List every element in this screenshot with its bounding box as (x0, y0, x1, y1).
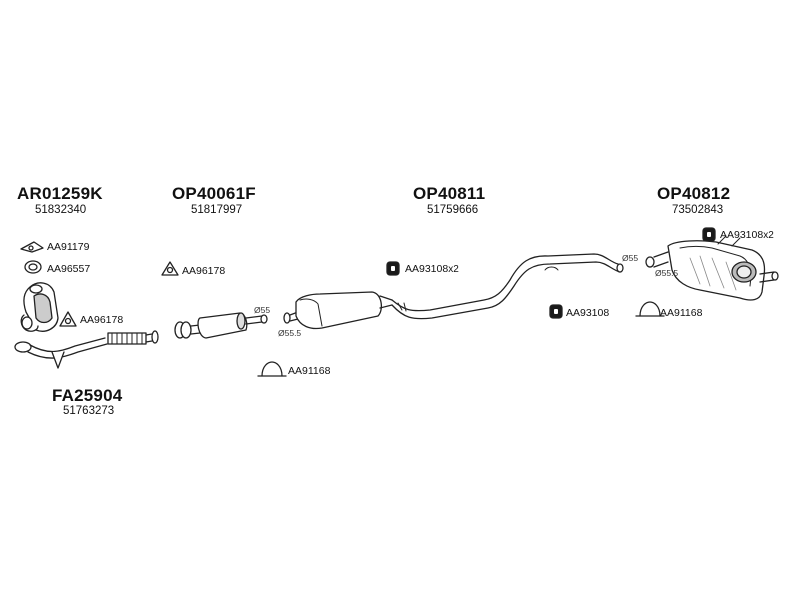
catalytic-converter (20, 282, 59, 332)
accessory-label: AA91179 (47, 241, 90, 253)
oem-ref-catalytic-converter: 51832340 (35, 204, 87, 216)
accessory-label: AA96178 (182, 265, 226, 277)
accessory-label: AA96557 (47, 263, 91, 275)
diameter-label: Ø55.5 (278, 328, 302, 338)
rubber-hanger-icon (386, 261, 400, 276)
part-code-center-silencer: OP40811 (413, 184, 486, 203)
part-code-middle-silencer: OP40061F (172, 184, 256, 203)
part-code-front-pipe: FA25904 (52, 386, 123, 405)
rubber-hanger-icon (549, 304, 563, 319)
flange-gasket-icon (161, 261, 179, 276)
oem-ref-middle-silencer: 51817997 (191, 204, 243, 216)
oem-ref-center-silencer: 51759666 (427, 204, 479, 216)
accessory-code: AA93108 (405, 263, 449, 275)
diameter-label: Ø55.5 (655, 268, 679, 278)
diameter-label: Ø55 (254, 305, 271, 315)
accessory-label: AA91168 (660, 307, 703, 319)
part-code-rear-silencer: OP40812 (657, 184, 731, 203)
part-code-catalytic-converter: AR01259K (17, 184, 103, 203)
accessory-label: AA93108x2 (720, 229, 774, 241)
accessory-qty: x2 (763, 230, 774, 241)
accessory-code: AA93108 (720, 229, 764, 241)
diameter-label: Ø55 (622, 253, 639, 263)
center-silencer (283, 253, 624, 330)
gasket-triangle-icon (20, 241, 44, 253)
rubber-hanger-icon (702, 227, 716, 242)
accessory-label: AA96178 (80, 314, 124, 326)
front-pipe (14, 330, 159, 369)
accessory-label: AA91168 (288, 365, 331, 377)
flange-gasket-icon (59, 311, 77, 327)
pipe-clamp-icon (257, 361, 287, 377)
pipe-clamp-icon (635, 301, 665, 317)
oem-ref-front-pipe: 51763273 (63, 405, 115, 417)
ring-gasket-icon (24, 260, 42, 274)
middle-silencer (174, 312, 268, 339)
accessory-qty: x2 (448, 264, 459, 275)
oem-ref-rear-silencer: 73502843 (672, 204, 724, 216)
accessory-label: AA93108x2 (405, 263, 459, 275)
accessory-label: AA93108 (566, 307, 610, 319)
